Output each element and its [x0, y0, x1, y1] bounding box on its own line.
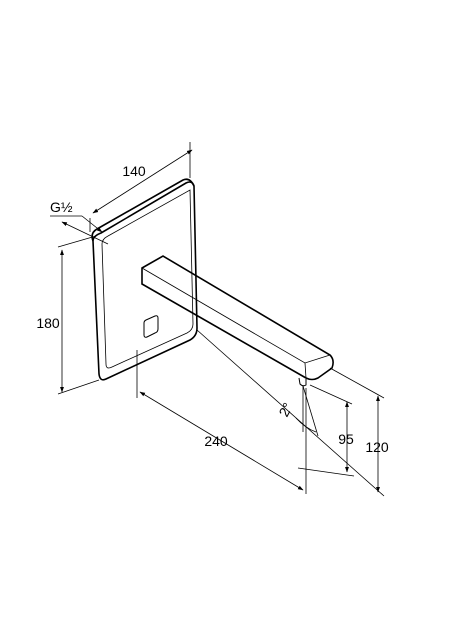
dim-95: 95 — [297, 384, 355, 477]
sensor-window — [143, 315, 159, 338]
dim-angle: 2° — [275, 385, 319, 437]
dim-label-95: 95 — [338, 431, 354, 447]
spout — [141, 255, 334, 387]
dim-label-240: 240 — [204, 433, 228, 449]
dim-label-120: 120 — [365, 439, 389, 455]
dim-180: 180 — [36, 235, 100, 395]
dim-label-thread: G½ — [50, 199, 73, 215]
dim-240: 240 — [136, 350, 307, 494]
dim-label-angle: 2° — [275, 400, 295, 419]
wall-plate — [91, 178, 198, 381]
dim-120: 120 — [196, 329, 389, 497]
dim-label-180: 180 — [36, 315, 60, 331]
dim-label-140: 140 — [122, 163, 146, 179]
dim-140: 140 — [89, 142, 193, 232]
dim-thread: G½ — [50, 199, 109, 245]
